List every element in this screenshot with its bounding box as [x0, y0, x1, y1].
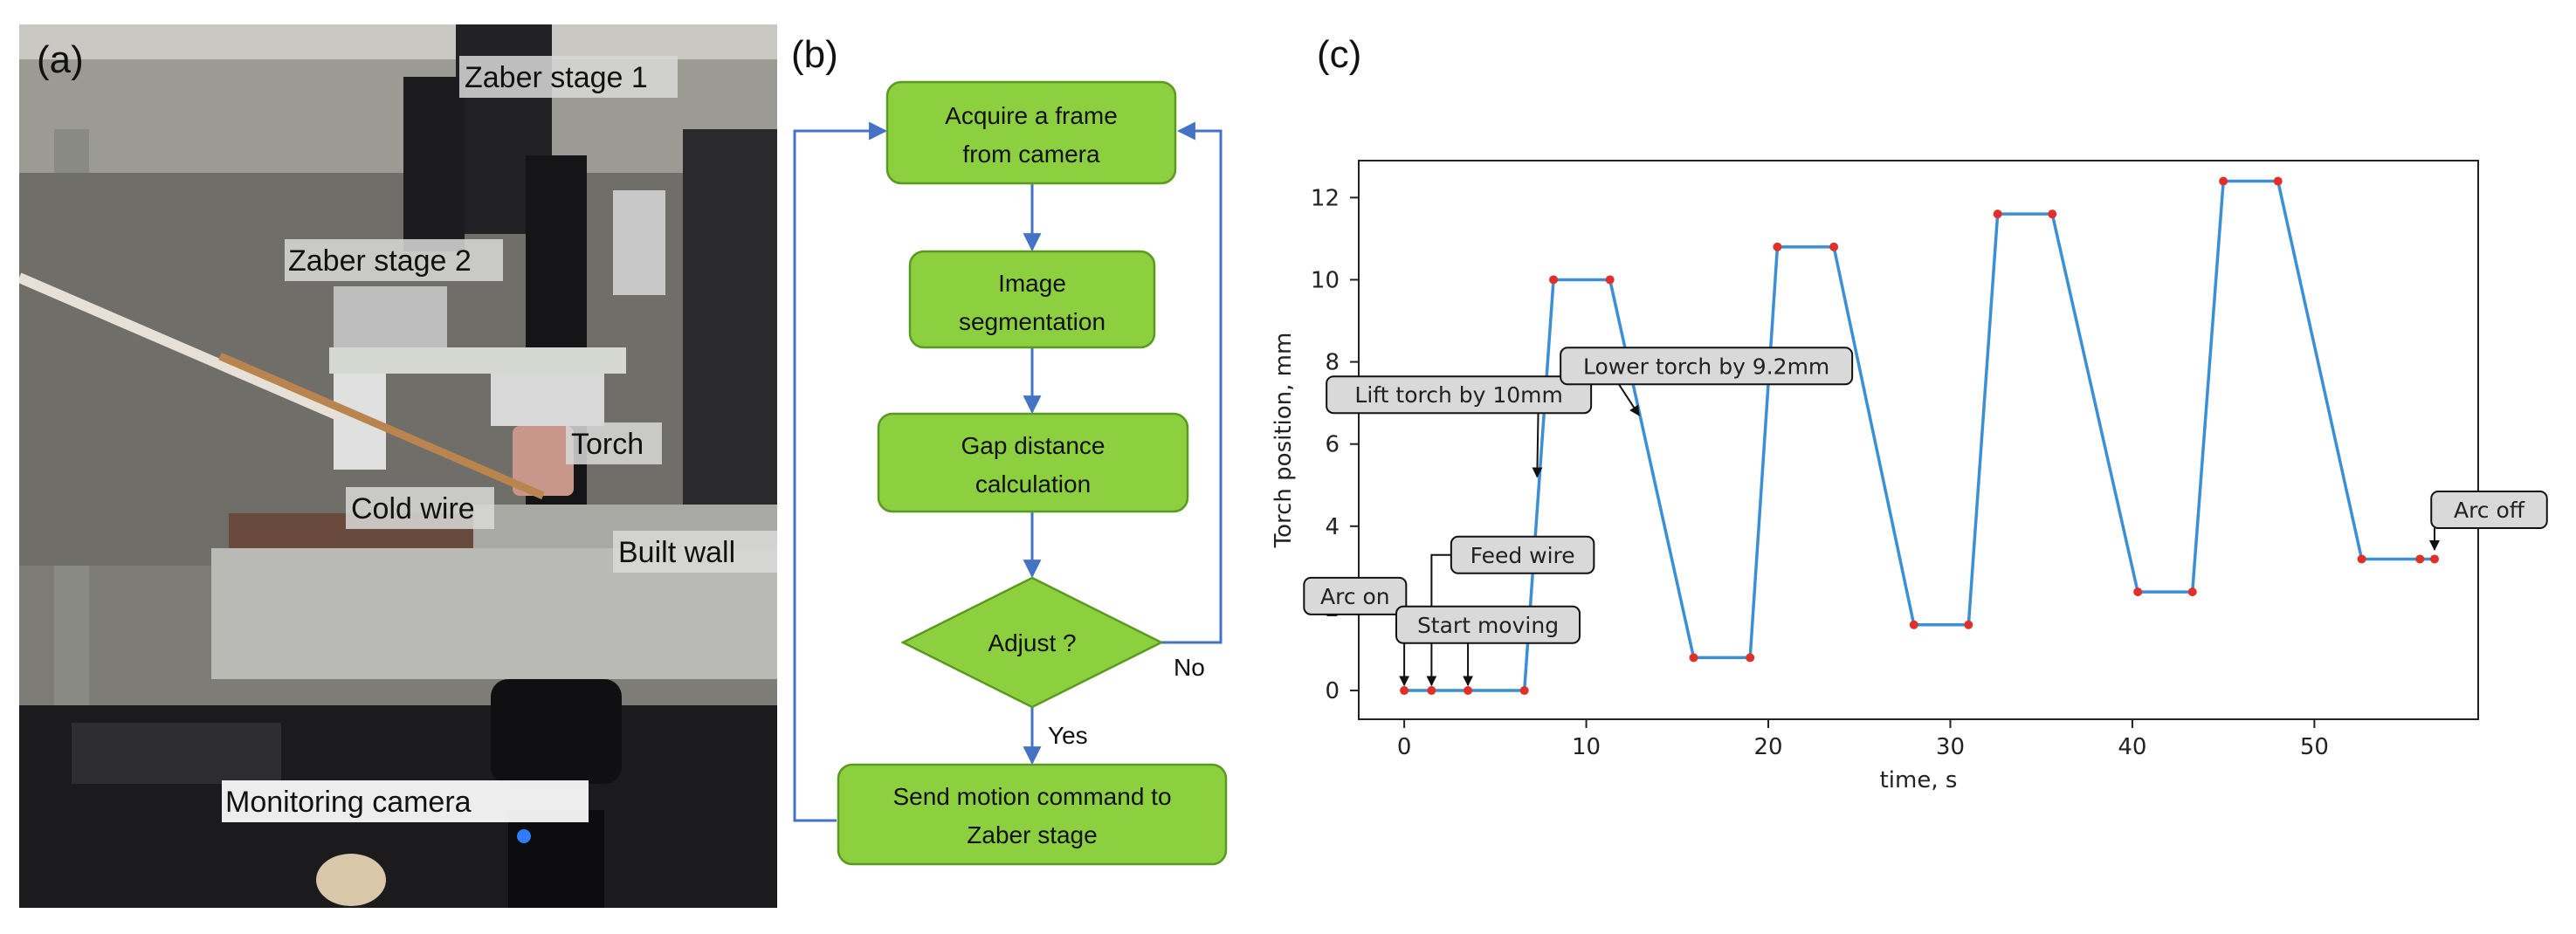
data-point: [1400, 686, 1409, 696]
flow-adjust-label: Adjust ?: [988, 629, 1076, 656]
label-cold-wire: Cold wire: [351, 492, 475, 525]
data-point: [1773, 242, 1782, 251]
flow-box-send: [837, 763, 1228, 866]
y-tick-label: 6: [1325, 432, 1340, 458]
x-tick-label: 40: [2118, 734, 2146, 760]
y-tick-label: 10: [1311, 267, 1340, 293]
data-point: [1964, 620, 1973, 629]
data-point: [1829, 242, 1839, 251]
flow-gap-line2: calculation: [975, 470, 1091, 498]
label-monitoring-camera: Monitoring camera: [225, 786, 472, 819]
annotation-box: [1560, 347, 1854, 386]
annotation-label: Start moving: [1417, 613, 1559, 638]
flow-send-line1: Send motion command to: [892, 783, 1171, 810]
data-point: [1549, 275, 1559, 285]
flow-decision-adjust: [900, 576, 1164, 709]
data-point: [1746, 653, 1755, 663]
annotation-label: Lower torch by 9.2mm: [1583, 354, 1829, 379]
data-point: [2133, 587, 2143, 597]
x-tick-label: 30: [1936, 734, 1965, 760]
x-tick-label: 10: [1572, 734, 1601, 760]
data-point: [2048, 209, 2057, 219]
data-point: [1909, 620, 1918, 629]
panel-label-b: (b): [791, 33, 838, 76]
label-built-wall: Built wall: [618, 536, 735, 569]
flow-acquire-line1: Acquire a frame: [945, 102, 1118, 129]
data-point: [2429, 554, 2439, 564]
flow-gap-line1: Gap distance: [961, 432, 1105, 459]
y-tick-label: 4: [1325, 514, 1340, 540]
flow-acquire-line2: from camera: [962, 141, 1100, 168]
panel-label-c: (c): [1317, 33, 1362, 76]
label-zaber-stage-2: Zaber stage 2: [288, 244, 472, 278]
data-point: [2219, 176, 2228, 186]
setup-photo: Zaber stage 1 Zaber stage 2 Torch Cold w…: [19, 24, 777, 908]
data-point: [1689, 653, 1698, 663]
annotation-label: Lift torch by 10mm: [1354, 382, 1562, 408]
annotation-label: Arc on: [1320, 584, 1390, 609]
flow-segment-line2: segmentation: [959, 308, 1105, 335]
annotation-box: [1326, 375, 1593, 415]
flow-arrow-no-loop: [1161, 121, 1223, 644]
flow-box-segmentation: [908, 250, 1156, 349]
annotation-arrow: [1532, 413, 1543, 478]
y-tick-label: 12: [1311, 185, 1340, 211]
annotation-label: Feed wire: [1471, 543, 1575, 568]
flow-no-label: No: [1174, 654, 1205, 681]
data-point: [1519, 686, 1529, 696]
x-tick-label: 50: [2300, 734, 2329, 760]
data-point: [2357, 554, 2366, 564]
flowchart: Acquire a frame from camera Image segmen…: [793, 80, 1228, 866]
flow-send-line2: Zaber stage: [967, 821, 1097, 848]
annotation-arrow: [1618, 383, 1640, 416]
annotation-label: Arc off: [2454, 498, 2525, 523]
data-point: [1605, 275, 1615, 285]
panel-label-a: (a): [37, 38, 84, 81]
label-torch: Torch: [571, 428, 644, 461]
flow-segment-line1: Image: [998, 270, 1066, 297]
flow-box-gap: [877, 412, 1189, 513]
x-tick-label: 20: [1753, 734, 1782, 760]
annotation-box: [1303, 576, 1408, 615]
data-point: [1427, 686, 1436, 696]
data-point: [2415, 554, 2425, 564]
data-point: [1993, 209, 2002, 219]
y-tick-label: 8: [1325, 350, 1340, 376]
annotation-box: [1450, 535, 1595, 574]
flow-yes-label: Yes: [1048, 722, 1088, 749]
data-point: [2187, 587, 2197, 597]
annotation-box: [2430, 491, 2548, 529]
y-tick-label: 0: [1325, 678, 1340, 704]
x-axis-label: time, s: [1880, 767, 1958, 793]
annotation-box: [1395, 605, 1581, 644]
label-zaber-stage-1: Zaber stage 1: [465, 61, 648, 94]
data-point: [2273, 176, 2283, 186]
data-point: [1464, 686, 1473, 696]
y-axis-label: Torch position, mm: [1271, 333, 1297, 549]
flow-arrow-loop-back: [793, 121, 888, 822]
flow-box-acquire: [885, 80, 1177, 185]
x-tick-label: 0: [1397, 734, 1412, 760]
